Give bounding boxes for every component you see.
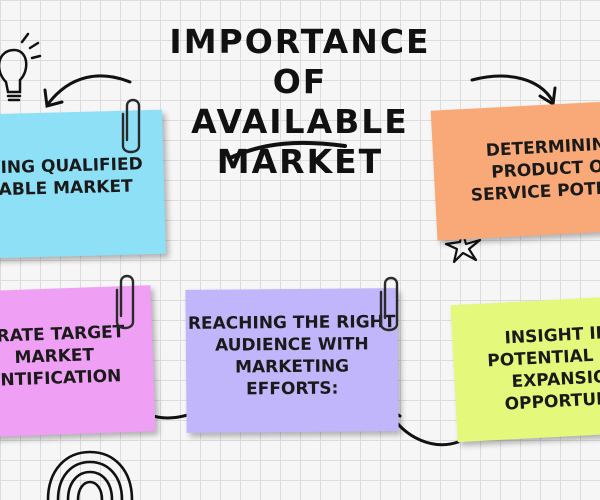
note-expansion-opportunities: INSIGHT IN POTENTIAL MA EXPANSIO OPPORTU… bbox=[450, 296, 600, 443]
paperclip-icon bbox=[121, 98, 141, 154]
paperclip-icon bbox=[115, 274, 135, 330]
page-title: IMPORTANCE OF AVAILABLE MARKET bbox=[169, 22, 431, 181]
note-product-potential: DETERMINING PRODUCT OR SERVICE POTENTI bbox=[430, 101, 600, 241]
note-text: DETERMINING PRODUCT OR SERVICE POTENTI bbox=[470, 133, 600, 206]
note-reaching-audience: REACHING THE RIGHT AUDIENCE WITH MARKETI… bbox=[185, 288, 399, 433]
fingerprint-icon bbox=[46, 450, 134, 500]
note-text: URATE TARGET MARKET ENTIFICATION bbox=[0, 322, 125, 391]
note-text: REACHING THE RIGHT AUDIENCE WITH MARKETI… bbox=[187, 311, 396, 399]
note-text: INSIGHT IN POTENTIAL MA EXPANSIO OPPORTU… bbox=[486, 322, 600, 415]
note-text: IFYING QUALIFIED ILABLE MARKET bbox=[0, 154, 143, 201]
paperclip-icon bbox=[379, 276, 399, 332]
lightbulb-icon bbox=[0, 32, 42, 102]
arrow-icon bbox=[470, 74, 557, 107]
